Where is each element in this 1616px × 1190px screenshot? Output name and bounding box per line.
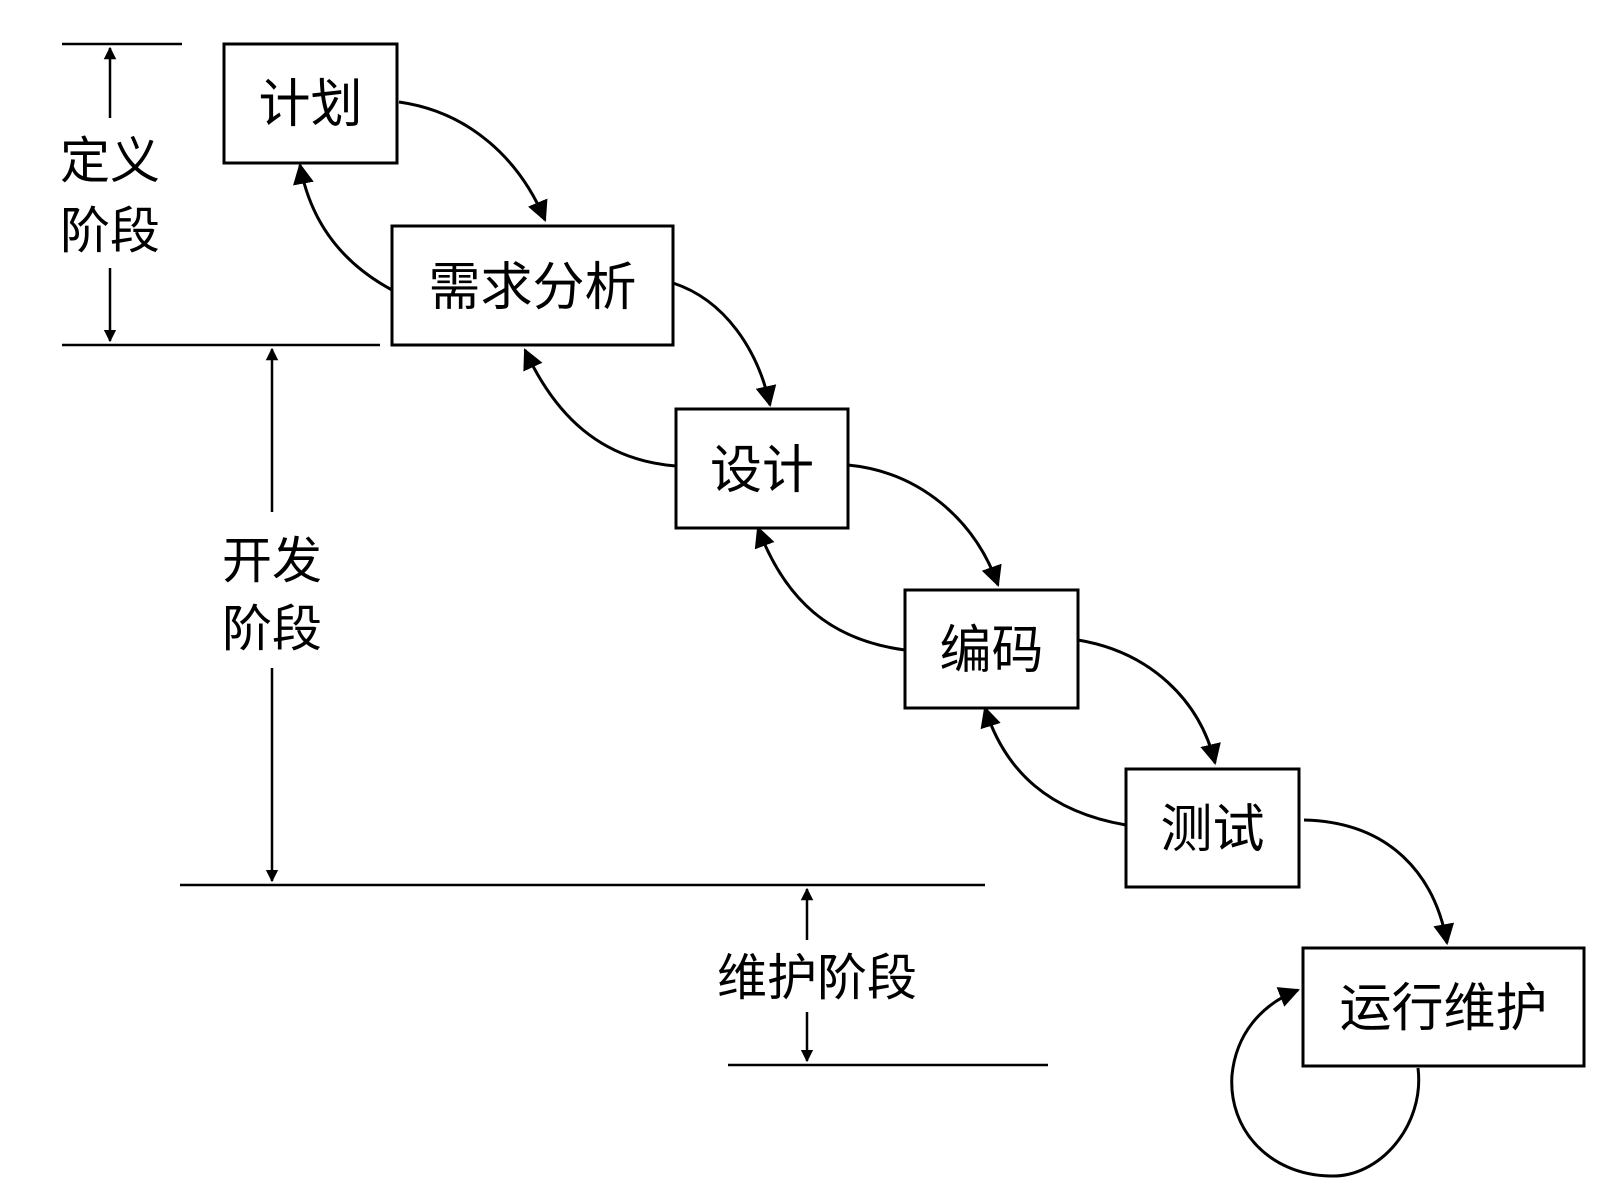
definition-phase-label-1: 定义 bbox=[60, 132, 160, 190]
arrow-testing-to-coding bbox=[980, 705, 1127, 827]
arrow-requirements-to-plan bbox=[293, 162, 393, 292]
arrow-requirements-to-design bbox=[672, 281, 777, 408]
stage-box-plan: 计划 bbox=[222, 42, 399, 165]
arrow-design-to-requirements bbox=[523, 348, 677, 468]
stage-label-requirements: 需求分析 bbox=[428, 258, 636, 318]
stage-label-coding: 编码 bbox=[939, 621, 1043, 681]
development-phase-label-2: 阶段 bbox=[222, 600, 322, 658]
stage-label-design: 设计 bbox=[710, 441, 814, 501]
arrow-plan-to-requirements bbox=[398, 100, 548, 222]
development-phase-label-1: 开发 bbox=[222, 532, 322, 590]
stage-label-operation: 运行维护 bbox=[1339, 979, 1547, 1039]
stage-box-design: 设计 bbox=[674, 407, 850, 530]
arrow-operation-self-loop bbox=[1230, 987, 1421, 1178]
arrow-testing-to-operation bbox=[1303, 818, 1455, 946]
maintenance-phase-label: 维护阶段 bbox=[717, 949, 917, 1007]
stage-box-coding: 编码 bbox=[903, 588, 1080, 710]
definition-phase-label-2: 阶段 bbox=[60, 202, 160, 260]
stage-label-testing: 测试 bbox=[1160, 800, 1264, 860]
arrow-coding-to-testing bbox=[1077, 638, 1221, 766]
stage-box-operation: 运行维护 bbox=[1301, 946, 1586, 1068]
stage-label-plan: 计划 bbox=[258, 75, 362, 135]
stage-box-testing: 测试 bbox=[1124, 767, 1301, 889]
stage-box-requirements: 需求分析 bbox=[390, 224, 675, 347]
arrow-coding-to-design bbox=[754, 526, 906, 652]
arrow-design-to-coding bbox=[847, 463, 1002, 587]
